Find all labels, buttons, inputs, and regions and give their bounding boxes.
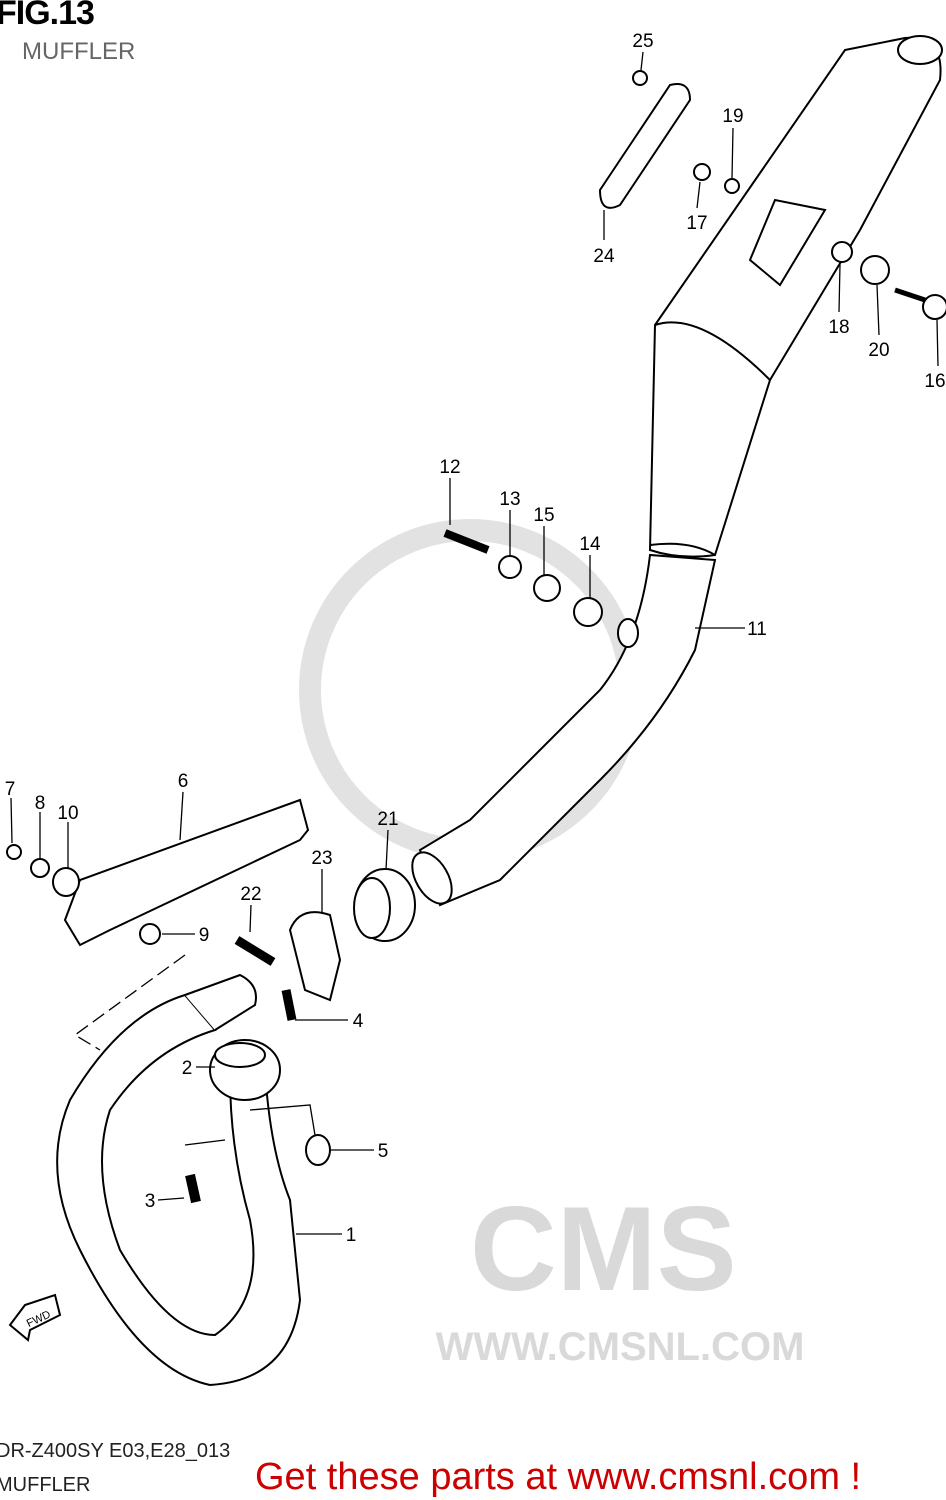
callout-11: 11	[747, 619, 767, 640]
footer-title: MUFFLER	[0, 1474, 91, 1496]
muffler-body	[648, 36, 942, 558]
callout-17: 17	[686, 213, 707, 234]
pipe-11	[418, 553, 717, 907]
watermark-ring	[299, 519, 641, 861]
callout-20: 20	[868, 340, 889, 361]
callout-16: 16	[924, 371, 945, 392]
promo-link[interactable]: Get these parts at www.cmsnl.com !	[255, 1456, 862, 1498]
callout-22: 22	[240, 884, 261, 905]
callout-19: 19	[722, 106, 743, 127]
model-code: DR-Z400SY E03,E28_013	[0, 1440, 231, 1462]
watermark: CMS WWW.CMSNL.COM	[436, 1182, 805, 1369]
watermark-logo: CMS	[470, 1182, 737, 1316]
callout-3: 3	[145, 1191, 156, 1212]
callout-14: 14	[579, 534, 601, 555]
callout-25: 25	[632, 31, 653, 52]
callout-9: 9	[199, 925, 210, 946]
callout-2: 2	[182, 1058, 193, 1079]
callout-24: 24	[593, 246, 615, 267]
callout-1: 1	[346, 1225, 357, 1246]
callout-7: 7	[5, 779, 16, 800]
stay-6	[63, 798, 310, 947]
figure-title: MUFFLER	[22, 38, 136, 65]
forward-arrow-icon: FWD	[8, 1293, 62, 1342]
callouts: 1 2 3 4 5 6 7 8 9 10 11 12 13 14 15 16 1…	[5, 31, 946, 1246]
figure-number: FIG.13	[0, 0, 95, 32]
callout-12: 12	[439, 457, 460, 478]
callout-21: 21	[377, 809, 398, 830]
callout-6: 6	[178, 771, 189, 792]
callout-23: 23	[311, 848, 332, 869]
callout-18: 18	[828, 317, 849, 338]
callout-8: 8	[35, 793, 46, 814]
parts-drawing	[6, 35, 946, 1387]
watermark-url: WWW.CMSNL.COM	[436, 1325, 805, 1369]
stay-24	[598, 83, 692, 209]
callout-5: 5	[378, 1141, 389, 1162]
callout-13: 13	[499, 489, 520, 510]
leader-lines	[10, 51, 939, 1235]
callout-10: 10	[57, 803, 78, 824]
callout-4: 4	[353, 1011, 364, 1032]
callout-15: 15	[533, 505, 554, 526]
